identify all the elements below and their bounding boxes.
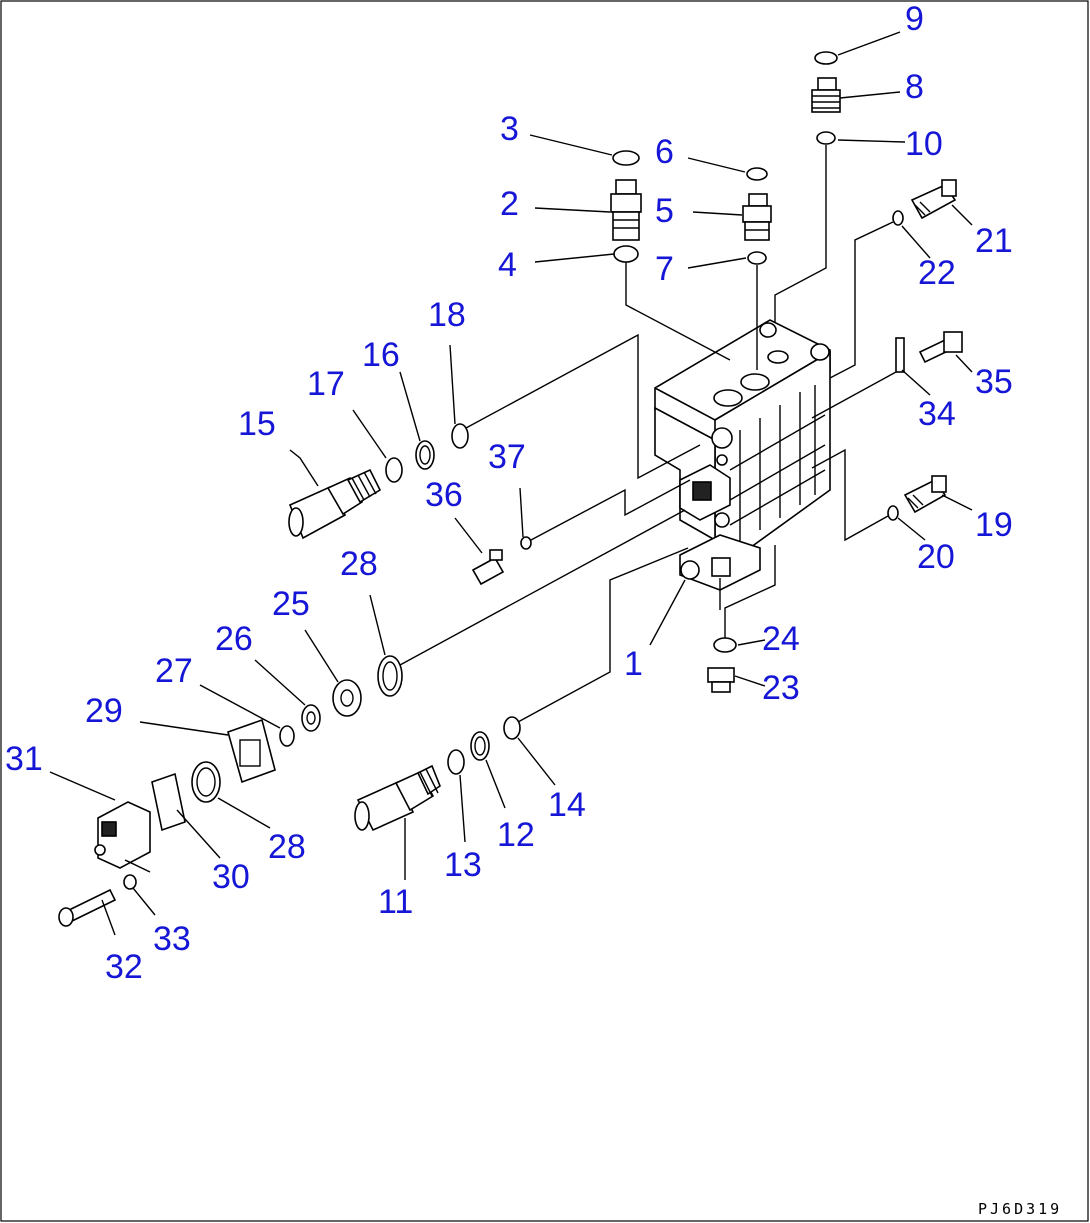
part-19-sensor: [903, 475, 947, 514]
diagram-code: PJ6D319: [978, 1200, 1062, 1218]
part-2-plug: [610, 179, 642, 241]
part-5-plug: [742, 193, 772, 241]
callout-35: 35: [975, 363, 1013, 401]
callout-16: 16: [362, 336, 400, 374]
callout-3: 3: [500, 110, 519, 148]
valve-body: [654, 319, 831, 591]
part-34-plate: [895, 337, 905, 373]
part-9-oring: [814, 51, 838, 65]
part-14-oring: [503, 716, 521, 740]
callout-25: 25: [272, 585, 310, 623]
callout-32: 32: [105, 948, 143, 986]
part-20-oring: [887, 505, 899, 521]
callout-36: 36: [425, 476, 463, 514]
callout-18: 18: [428, 296, 466, 334]
callout-22: 22: [918, 254, 956, 292]
callout-6: 6: [655, 133, 674, 171]
callout-1: 1: [624, 645, 643, 683]
part-10-oring: [816, 131, 836, 145]
leader-lines: [49, 31, 973, 936]
callout-23: 23: [762, 669, 800, 707]
callout-28-lower: 28: [268, 828, 306, 866]
part-6-oring: [746, 167, 768, 181]
callout-31: 31: [5, 740, 43, 778]
callout-5: 5: [655, 192, 674, 230]
part-27-oring: [279, 725, 295, 747]
callout-4: 4: [498, 246, 517, 284]
callout-8: 8: [905, 68, 924, 106]
part-15-valve: [288, 468, 382, 540]
part-17-oring: [385, 457, 403, 483]
callout-37: 37: [488, 438, 526, 476]
part-11-valve: [354, 764, 441, 832]
callout-9: 9: [905, 0, 924, 38]
part-26-washer: [301, 704, 321, 732]
callout-14: 14: [548, 786, 586, 824]
part-32-bolt: [58, 888, 117, 927]
callout-7: 7: [655, 250, 674, 288]
part-13-oring: [447, 749, 465, 775]
callout-29: 29: [85, 692, 123, 730]
callout-17: 17: [307, 365, 345, 403]
callout-10: 10: [905, 125, 943, 163]
part-24-oring: [713, 637, 737, 653]
part-4-oring: [613, 245, 639, 263]
part-29-cover: [227, 718, 276, 784]
callout-2: 2: [500, 185, 519, 223]
part-36-fitting: [471, 549, 505, 586]
callout-27: 27: [155, 652, 193, 690]
part-23-plug: [707, 667, 735, 693]
callout-21: 21: [975, 222, 1013, 260]
part-22-oring: [892, 210, 904, 226]
callout-11: 11: [378, 883, 413, 921]
callout-20: 20: [917, 538, 955, 576]
part-30-gasket: [151, 772, 186, 832]
part-7-oring: [747, 251, 767, 265]
callout-26: 26: [215, 620, 253, 658]
callout-30: 30: [212, 858, 250, 896]
callout-28-upper: 28: [340, 545, 378, 583]
part-25-gear: [332, 679, 362, 717]
callout-labels: 1 2 3 4 5 6 7 8 9 10 11 12 13 14 15 16 1…: [5, 0, 1013, 986]
callout-13: 13: [444, 846, 482, 884]
part-31-block: [94, 801, 151, 869]
part-3-oring: [612, 150, 640, 166]
callout-24: 24: [762, 620, 800, 658]
part-35-bolt: [918, 331, 963, 364]
callout-34: 34: [918, 395, 956, 433]
part-28-ring-upper: [377, 655, 403, 697]
part-37-oring: [520, 536, 532, 550]
callout-15: 15: [238, 405, 276, 443]
part-18-oring: [451, 423, 469, 449]
part-12-ring: [470, 731, 490, 761]
callout-33: 33: [153, 920, 191, 958]
callout-19: 19: [975, 506, 1013, 544]
part-16-ring: [415, 440, 435, 470]
part-21-sensor: [910, 179, 957, 220]
callout-12: 12: [497, 816, 535, 854]
part-28-ring-lower: [191, 761, 221, 803]
part-8-plug: [811, 77, 841, 113]
part-33-washer: [123, 874, 137, 890]
